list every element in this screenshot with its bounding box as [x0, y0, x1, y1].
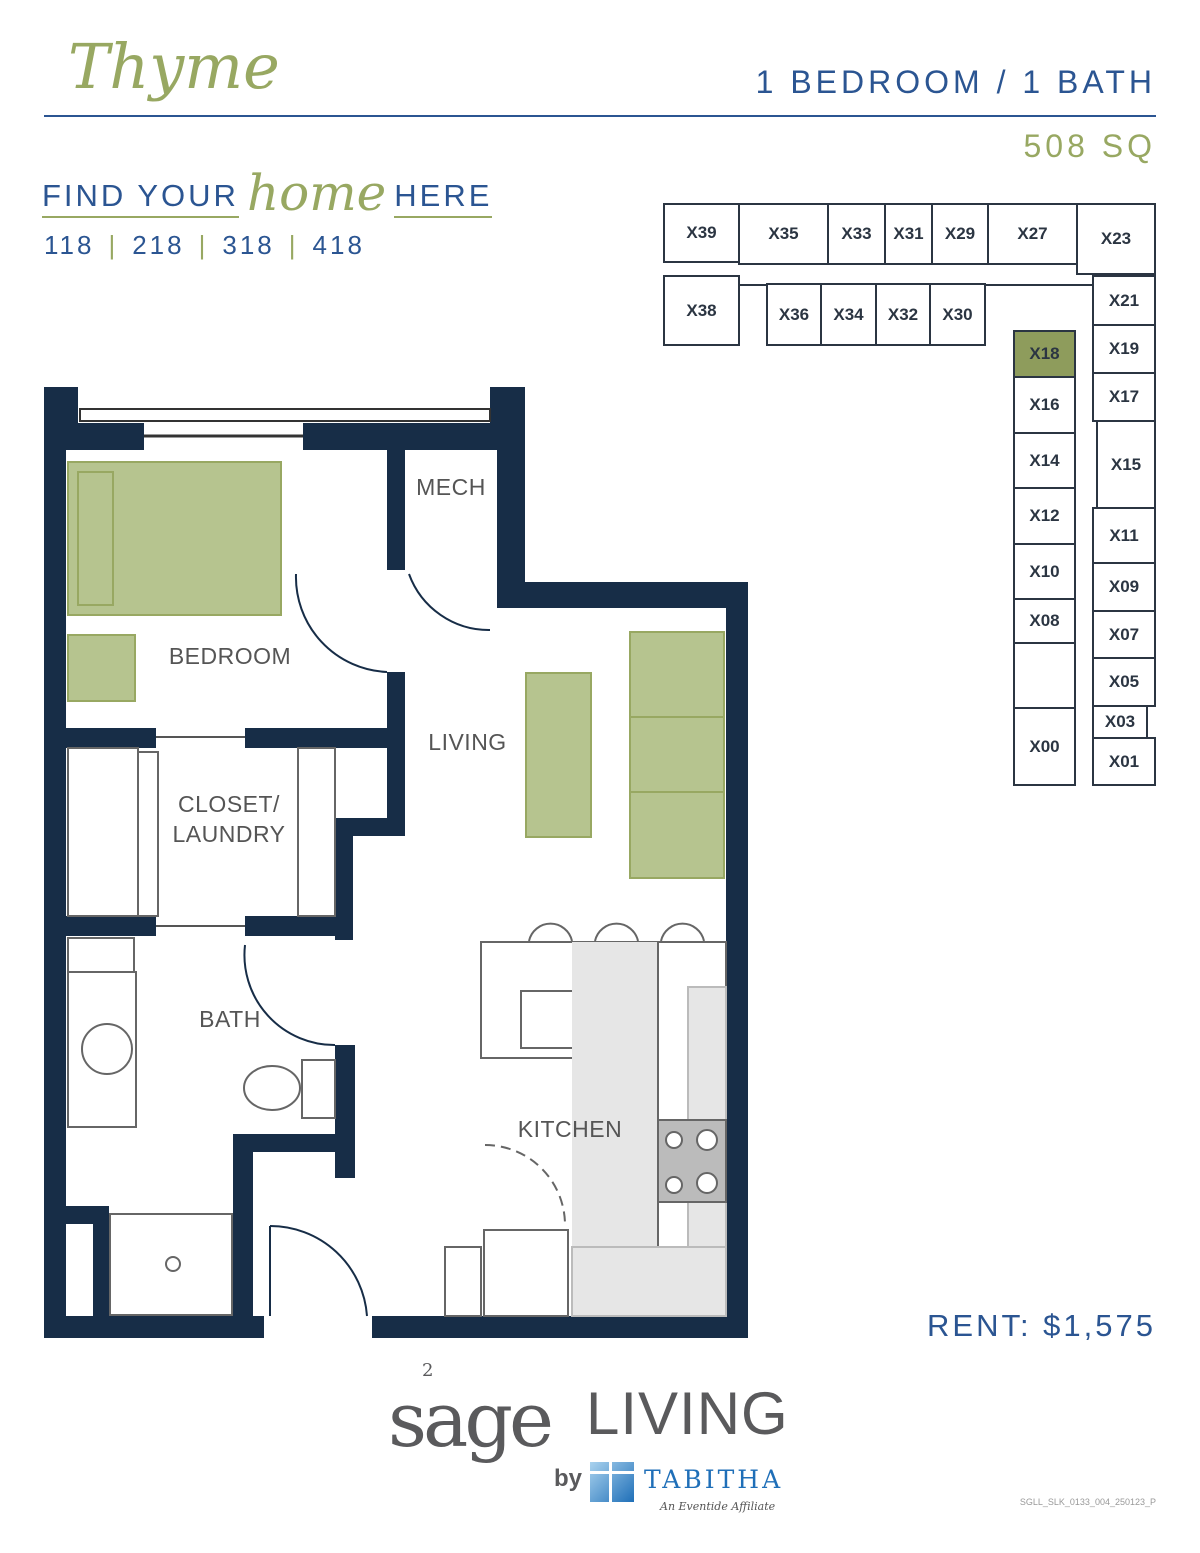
- key-unit: X14: [1013, 432, 1076, 489]
- closet-line1: CLOSET/: [178, 791, 280, 817]
- tagline-find-your: FIND YOUR: [42, 178, 239, 218]
- key-unit-blank: [1013, 642, 1076, 709]
- closet-line2: LAUNDRY: [172, 821, 286, 847]
- unit-numbers: 118| 218| 318| 418: [44, 230, 365, 260]
- fixtures: [67, 747, 727, 1317]
- floor-plan-drawing: [44, 387, 748, 1338]
- logo-by: by: [554, 1465, 583, 1492]
- unit-number: 218: [132, 230, 185, 260]
- key-unit: X32: [875, 283, 931, 346]
- room-label-bedroom: BEDROOM: [168, 643, 292, 669]
- key-unit: X35: [738, 203, 829, 265]
- coffee-table: [525, 672, 592, 838]
- unit-area: 508 SQ: [1023, 128, 1156, 164]
- key-unit: X07: [1092, 610, 1156, 659]
- logo-superscript: 2: [422, 1360, 434, 1381]
- room-label-closet: CLOSET/ LAUNDRY: [160, 789, 298, 849]
- key-unit: X11: [1092, 507, 1156, 564]
- tabitha-cross-icon: [590, 1462, 634, 1502]
- key-unit: X12: [1013, 487, 1076, 545]
- unit-number: 318: [222, 230, 275, 260]
- key-unit: X09: [1092, 562, 1156, 612]
- key-unit: X05: [1092, 657, 1156, 707]
- key-unit: X27: [987, 203, 1078, 265]
- unit-number: 418: [312, 230, 365, 260]
- pillow: [77, 471, 114, 606]
- logo-sage: sage: [388, 1375, 554, 1464]
- unit-number: 118: [44, 230, 95, 260]
- key-unit-highlighted: X18: [1013, 330, 1076, 378]
- room-label-living: LIVING: [428, 729, 507, 755]
- key-unit: X31: [884, 203, 933, 265]
- header-rule: [44, 115, 1156, 117]
- logo-living: LIVING: [586, 1380, 789, 1447]
- tagline-here: HERE: [394, 178, 493, 218]
- walls: [44, 387, 748, 1338]
- key-unit: X34: [820, 283, 877, 346]
- rent: RENT: $1,575: [927, 1308, 1156, 1343]
- tagline: FIND YOUR home HERE: [42, 164, 493, 222]
- sage-living-logo: 2 sage LIVING by TABITHA An Eventide Aff…: [388, 1362, 828, 1522]
- logo-tabitha: TABITHA: [644, 1465, 784, 1494]
- key-unit: X19: [1092, 324, 1156, 374]
- key-unit: X01: [1092, 737, 1156, 786]
- key-unit: X23: [1076, 203, 1156, 275]
- tagline-home: home: [246, 164, 387, 222]
- room-label-mech: MECH: [416, 474, 486, 500]
- nightstand: [67, 634, 136, 702]
- room-label-bath: BATH: [199, 1006, 261, 1032]
- room-label-kitchen: KITCHEN: [517, 1116, 623, 1142]
- key-unit: X03: [1092, 705, 1148, 739]
- key-unit: X08: [1013, 598, 1076, 644]
- key-unit: X38: [663, 275, 740, 346]
- document-code: SGLL_SLK_0133_004_250123_P: [1019, 1497, 1156, 1507]
- key-unit: X33: [827, 203, 886, 265]
- doors-windows: [79, 408, 491, 1317]
- plan-name-logo: Thyme: [62, 30, 286, 103]
- furniture: [67, 461, 725, 879]
- key-unit: X30: [929, 283, 986, 346]
- key-unit: X00: [1013, 707, 1076, 786]
- unit-type: 1 BEDROOM / 1 BATH: [755, 64, 1156, 100]
- key-unit: X15: [1096, 420, 1156, 509]
- key-unit: X21: [1092, 275, 1156, 326]
- key-unit: X39: [663, 203, 740, 263]
- key-unit: X36: [766, 283, 822, 346]
- logo-affiliate: An Eventide Affiliate: [660, 1500, 776, 1513]
- sofa: [629, 631, 725, 879]
